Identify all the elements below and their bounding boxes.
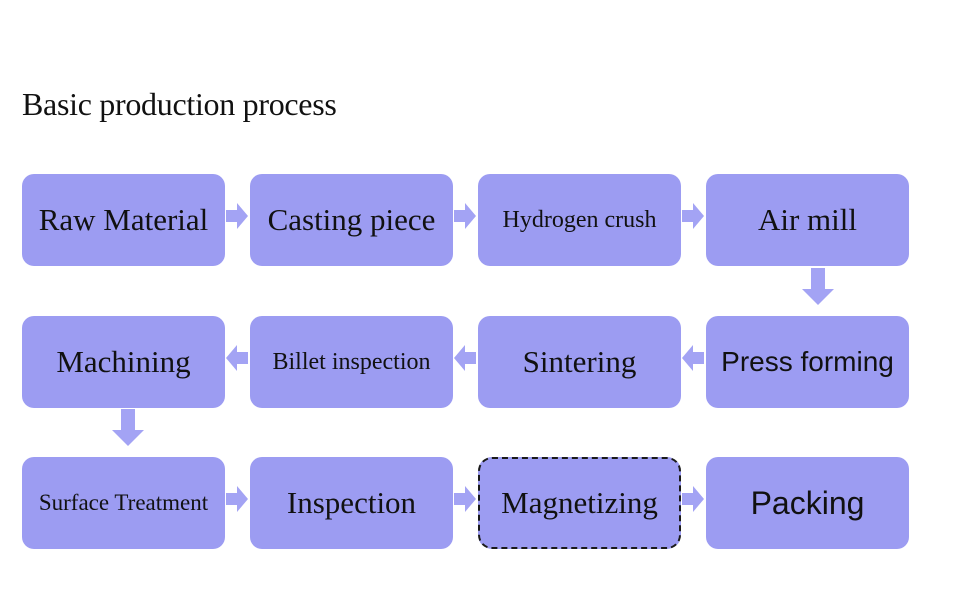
arrow-right-icon	[226, 203, 248, 229]
step-label: Press forming	[721, 346, 894, 377]
step-label: Inspection	[286, 485, 417, 520]
step-label: Sintering	[522, 344, 637, 379]
step-packing: Packing	[706, 457, 909, 549]
step-label: Casting piece	[267, 202, 436, 237]
arrow-right-icon	[454, 203, 476, 229]
step-surface-treatment: Surface Treatment	[22, 457, 225, 549]
step-casting-piece: Casting piece	[250, 174, 453, 266]
step-label: Air mill	[757, 202, 858, 237]
step-magnetizing: Magnetizing	[478, 457, 681, 549]
step-label: Machining	[56, 344, 191, 379]
arrow-left-icon	[682, 345, 704, 371]
arrow-left-icon	[454, 345, 476, 371]
arrow-right-icon	[682, 486, 704, 512]
arrow-down-icon	[112, 409, 144, 446]
step-inspection: Inspection	[250, 457, 453, 549]
step-sintering: Sintering	[478, 316, 681, 408]
arrow-left-icon	[226, 345, 248, 371]
step-label: Surface Treatment	[38, 490, 209, 515]
arrow-right-icon	[454, 486, 476, 512]
step-label: Magnetizing	[501, 485, 658, 520]
step-press-forming: Press forming	[706, 316, 909, 408]
step-machining: Machining	[22, 316, 225, 408]
step-label: Billet inspection	[272, 348, 431, 375]
arrow-right-icon	[682, 203, 704, 229]
step-hydrogen-crush: Hydrogen crush	[478, 174, 681, 266]
step-label: Raw Material	[38, 202, 209, 237]
step-label: Hydrogen crush	[502, 206, 657, 233]
diagram-title: Basic production process	[22, 86, 337, 122]
step-raw-material: Raw Material	[22, 174, 225, 266]
arrow-right-icon	[226, 486, 248, 512]
arrow-down-icon	[802, 268, 834, 305]
step-billet-inspection: Billet inspection	[250, 316, 453, 408]
step-label: Packing	[750, 484, 865, 521]
step-air-mill: Air mill	[706, 174, 909, 266]
